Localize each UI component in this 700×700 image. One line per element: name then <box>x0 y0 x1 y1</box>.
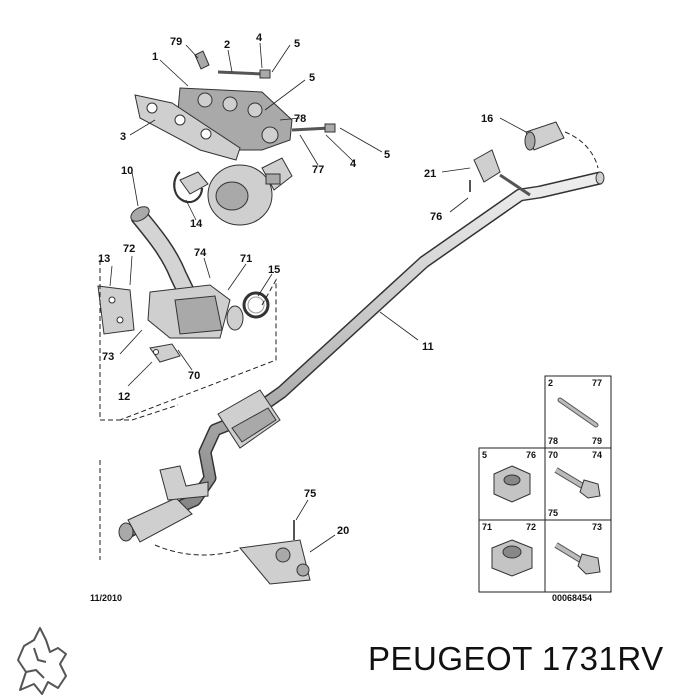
legend-label-79: 79 <box>592 436 602 446</box>
legend-label-75: 75 <box>548 508 558 518</box>
callout-5: 5 <box>309 72 315 84</box>
diagram-date: 11/2010 <box>90 593 122 603</box>
legend-label-5: 5 <box>482 450 487 460</box>
callout-78: 78 <box>294 113 306 125</box>
manifold-gasket <box>134 94 241 161</box>
bolt-icon <box>554 467 601 499</box>
rear-silencer-inlet <box>118 497 193 543</box>
legend-label-70: 70 <box>548 450 558 460</box>
callout-72: 72 <box>123 243 135 255</box>
callout-5: 5 <box>294 38 300 50</box>
callout-15: 15 <box>268 264 280 276</box>
dashed-outlines <box>99 131 599 560</box>
rear-mount-bracket <box>239 520 311 585</box>
callout-75: 75 <box>304 488 316 500</box>
turbocharger <box>179 157 293 226</box>
brand-part-number: PEUGEOT 1731RV <box>368 640 664 677</box>
peugeot-lion-logo <box>17 627 67 695</box>
front-clamp <box>524 121 565 151</box>
stud-icon <box>557 397 599 428</box>
callout-76: 76 <box>430 211 442 223</box>
callout-21: 21 <box>424 168 436 180</box>
callout-5: 5 <box>384 149 390 161</box>
legend-label-77: 77 <box>592 378 602 388</box>
leader-lines <box>109 42 527 553</box>
callout-4: 4 <box>350 158 357 170</box>
lower-bracket <box>149 343 181 363</box>
callout-70: 70 <box>188 370 200 382</box>
front-hanger <box>469 149 531 197</box>
callout-77: 77 <box>312 164 324 176</box>
callout-12: 12 <box>118 391 130 403</box>
callout-79: 79 <box>170 36 182 48</box>
callout-labels: 79 2 4 5 1 5 3 78 77 4 5 16 21 76 10 14 … <box>98 32 493 537</box>
legend-label-76: 76 <box>526 450 536 460</box>
exhaust-manifold <box>177 87 293 151</box>
nut-icon <box>493 465 531 503</box>
nut-icon <box>491 539 533 577</box>
legend-label-2: 2 <box>548 378 553 388</box>
legend-label-78: 78 <box>548 436 558 446</box>
callout-16: 16 <box>481 113 493 125</box>
studs <box>194 50 336 133</box>
pipe-hanger <box>159 465 209 501</box>
legend-label-73: 73 <box>592 522 602 532</box>
fastener-legend: 2 77 78 79 5 76 70 74 75 71 72 <box>478 375 612 593</box>
clamp-ring <box>242 291 270 319</box>
callout-10: 10 <box>121 165 133 177</box>
callout-3: 3 <box>120 131 126 143</box>
legend-label-71: 71 <box>482 522 492 532</box>
legend-label-74: 74 <box>592 450 602 460</box>
callout-74: 74 <box>194 247 207 259</box>
callout-1: 1 <box>152 51 158 63</box>
callout-73: 73 <box>102 351 114 363</box>
bolt-icon <box>554 542 601 575</box>
callout-4: 4 <box>256 32 263 44</box>
callout-71: 71 <box>240 253 252 265</box>
callout-11: 11 <box>422 341 434 353</box>
callout-2: 2 <box>224 39 230 51</box>
manifold-clamp <box>173 171 204 204</box>
legend-label-72: 72 <box>526 522 536 532</box>
callout-14: 14 <box>190 218 203 230</box>
diagram-reference: 00068454 <box>552 593 592 603</box>
catalyst-bracket <box>97 285 135 335</box>
callout-13: 13 <box>98 253 110 265</box>
catalytic-converter <box>147 284 244 339</box>
downpipe <box>130 206 199 304</box>
intermediate-silencer <box>217 389 281 449</box>
callout-20: 20 <box>337 525 349 537</box>
